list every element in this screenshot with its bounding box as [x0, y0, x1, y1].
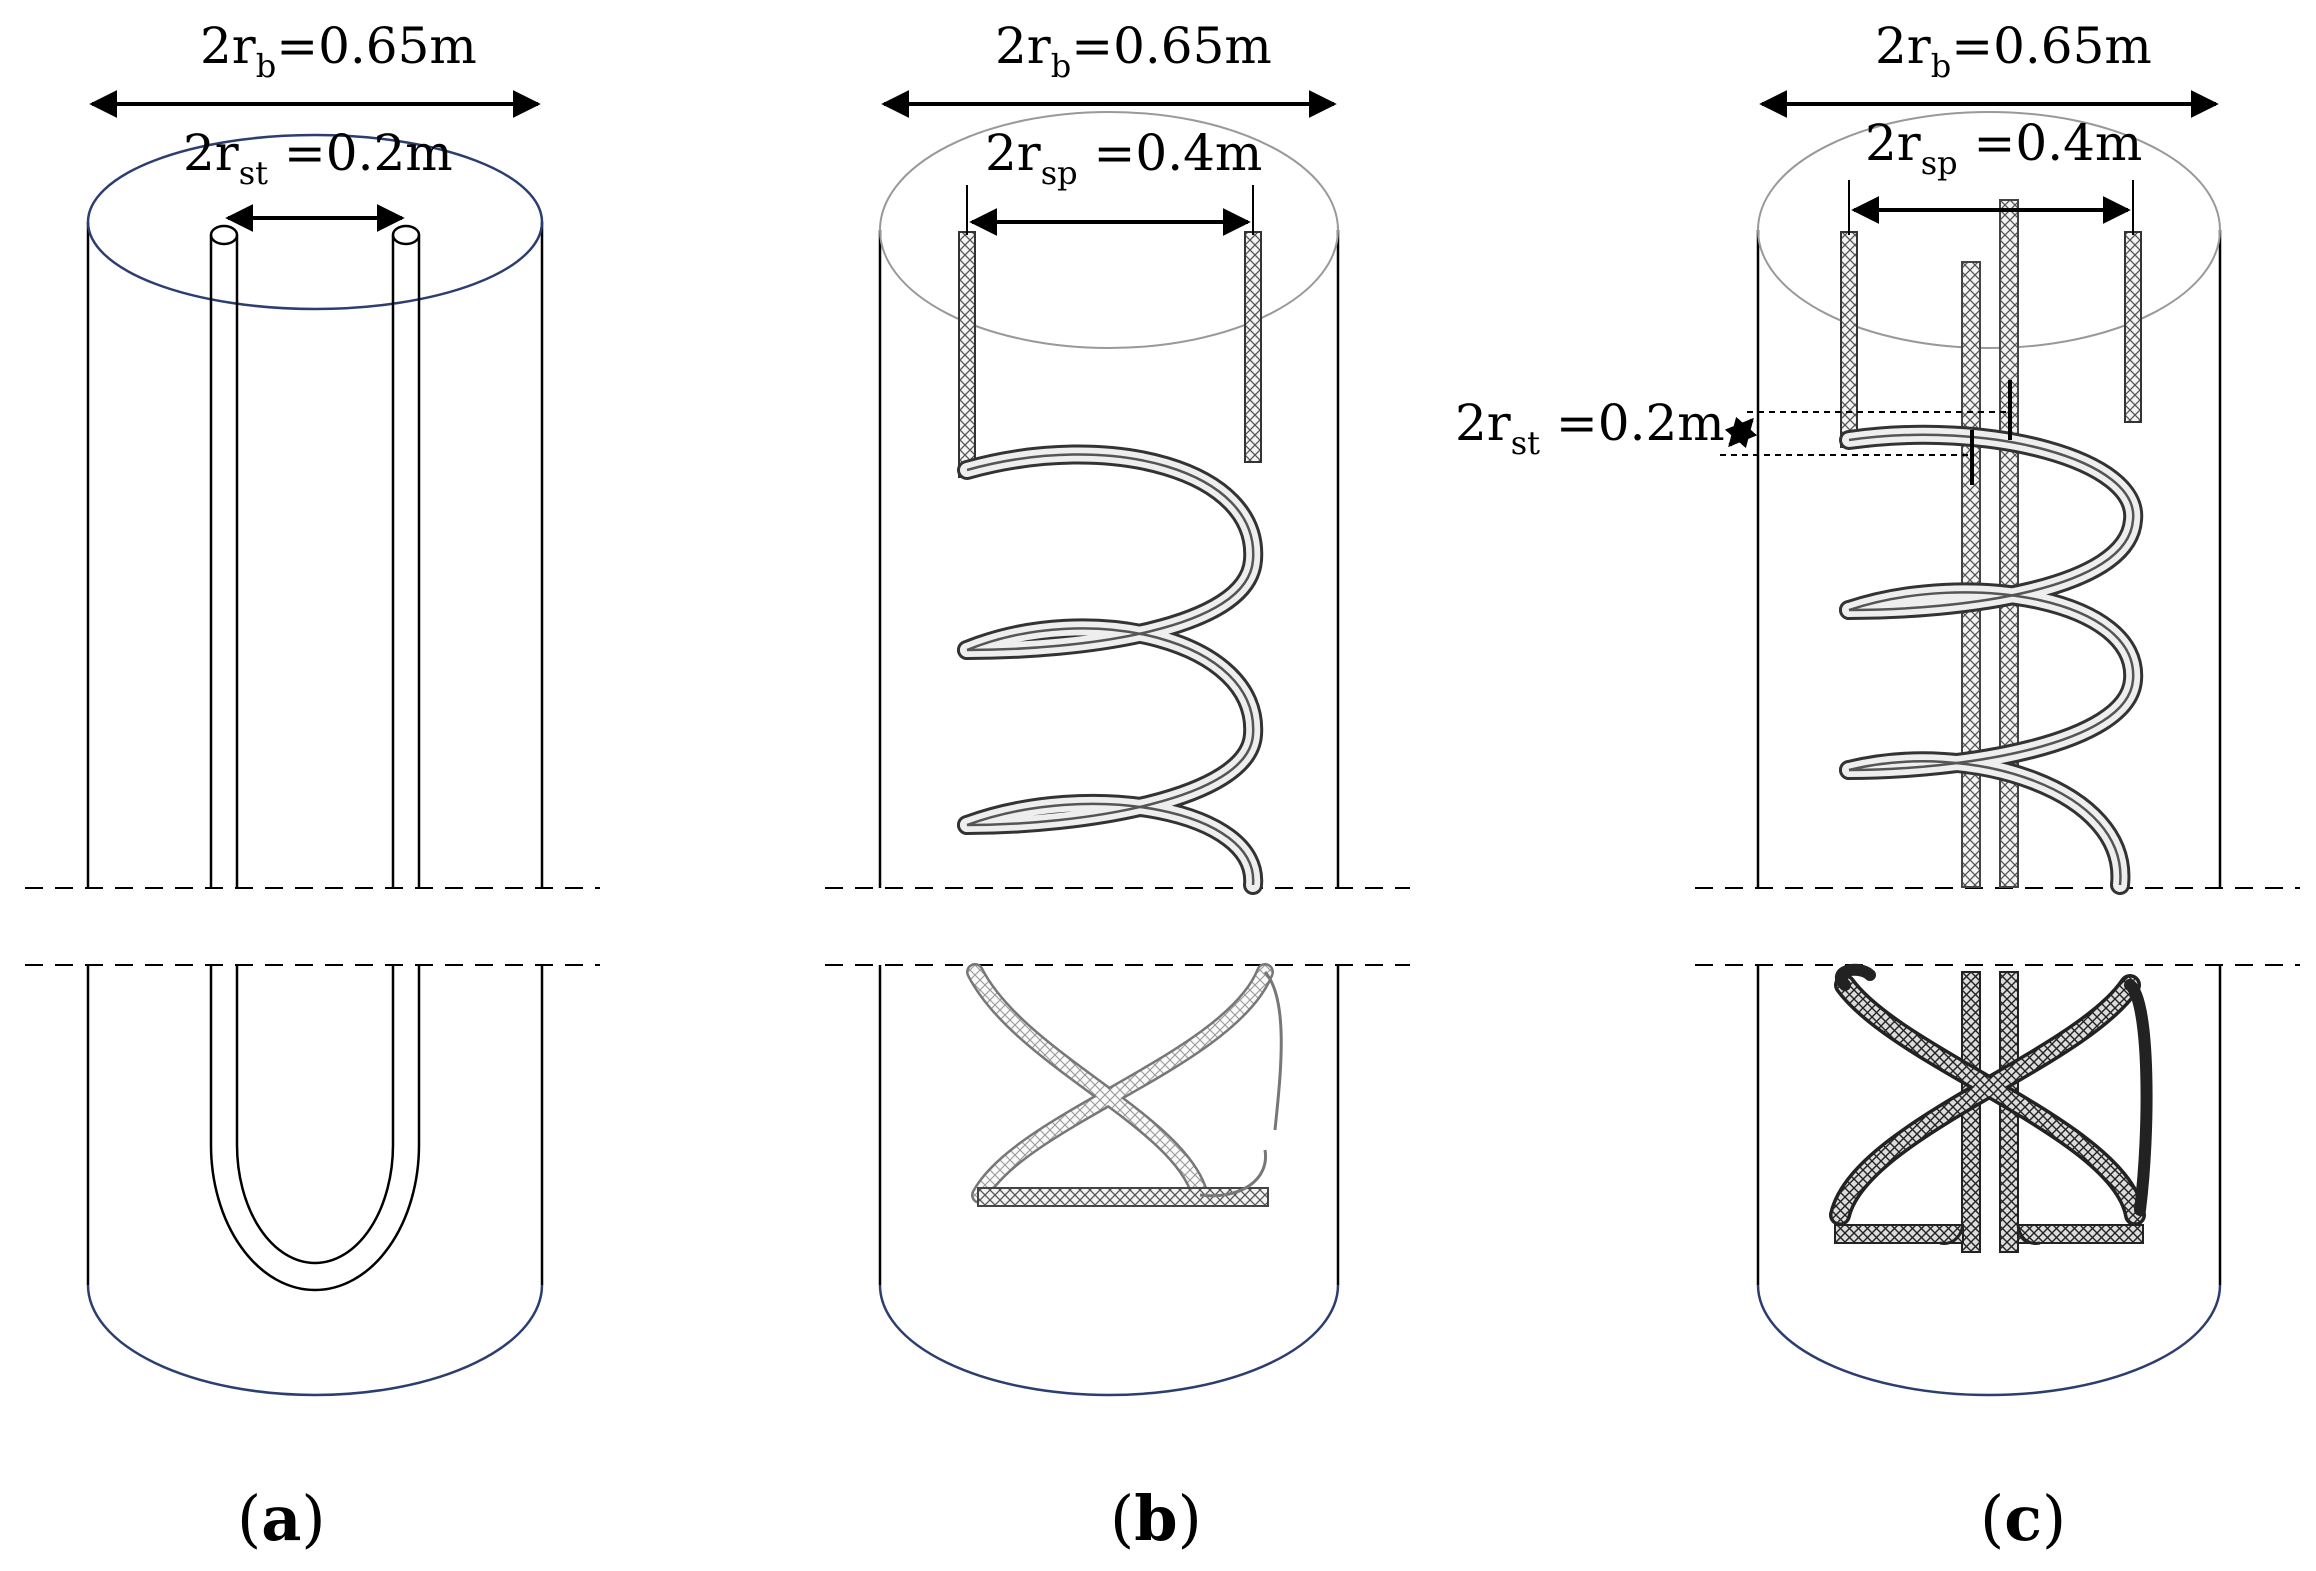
caption-b: (b) [1110, 1482, 1202, 1555]
section-break-b [825, 887, 1410, 966]
label-borehole-diameter-b: 2rb=0.65m [995, 17, 1272, 85]
caption-c: (c) [1980, 1482, 2066, 1555]
label-spiral-diameter-b: 2rsp =0.4m [985, 124, 1262, 192]
borehole-outline-c [1756, 230, 2222, 1285]
section-break-a [25, 887, 600, 966]
borehole-bottom-arc-a [86, 1284, 544, 1397]
label-straight-pipe-spacing-c: 2rst =0.2m [1455, 394, 1725, 462]
borehole-outline-a [86, 222, 544, 1285]
section-break-c [1695, 887, 2300, 966]
borehole-bottom-arc-c [1756, 1284, 2222, 1397]
label-spiral-diameter-c: 2rsp =0.4m [1865, 114, 2142, 182]
panel-b: 2rb=0.65m 2rsp =0.4m (b) [825, 17, 1410, 1555]
panel-a: 2rb=0.65m 2rst =0.2m (a) [25, 17, 600, 1555]
label-borehole-diameter-a: 2rb=0.65m [200, 17, 477, 85]
caption-a: (a) [237, 1482, 326, 1555]
spiral-pipe-c [1829, 231, 2153, 1245]
borehole-top-ellipse-a [86, 133, 544, 311]
borehole-bottom-arc-b [878, 1284, 1340, 1397]
dim-straight-pipe-c [1720, 380, 2012, 485]
label-pipe-spacing-a: 2rst =0.2m [183, 124, 453, 192]
label-borehole-diameter-c: 2rb=0.65m [1875, 17, 2152, 85]
borehole-outline-b [878, 230, 1340, 1285]
u-tube-a [209, 224, 421, 1292]
panel-c: 2rb=0.65m 2rsp =0.4m 2rst =0.2m (c) [1455, 17, 2300, 1555]
spiral-pipe-b [957, 231, 1283, 1207]
